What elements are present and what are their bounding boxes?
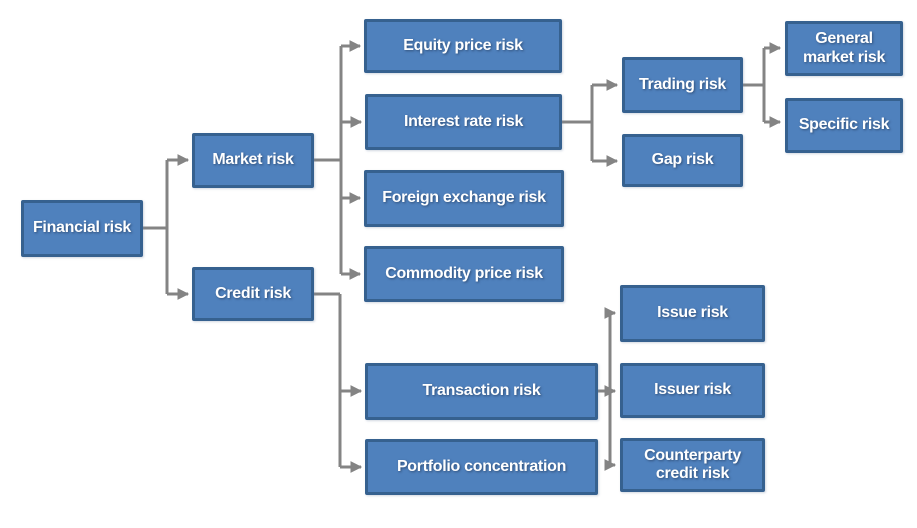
node-interest-rate-risk: Interest rate risk bbox=[365, 94, 562, 150]
node-market-risk: Market risk bbox=[192, 133, 314, 188]
node-financial-risk: Financial risk bbox=[21, 200, 143, 257]
node-portfolio-concentration: Portfolio concentration bbox=[365, 439, 598, 495]
connector-interest-stem bbox=[562, 85, 594, 161]
connector-transaction-stem bbox=[598, 313, 612, 465]
node-issuer-risk: Issuer risk bbox=[620, 363, 765, 418]
node-issue-risk: Issue risk bbox=[620, 285, 765, 342]
node-credit-risk: Credit risk bbox=[192, 267, 314, 321]
connector-market-stem bbox=[314, 46, 343, 274]
node-transaction-risk: Transaction risk bbox=[365, 363, 598, 420]
node-foreign-exchange-risk: Foreign exchange risk bbox=[364, 170, 564, 227]
connector-financial-stem bbox=[143, 160, 169, 294]
node-specific-risk: Specific risk bbox=[785, 98, 903, 153]
node-commodity-price-risk: Commodity price risk bbox=[364, 246, 564, 302]
node-gap-risk: Gap risk bbox=[622, 134, 743, 187]
node-counterparty-credit-risk: Counterparty credit risk bbox=[620, 438, 765, 492]
node-equity-price-risk: Equity price risk bbox=[364, 19, 562, 73]
connector-trading-stem bbox=[743, 48, 766, 122]
connector-credit-stem bbox=[314, 292, 342, 467]
node-general-market-risk: General market risk bbox=[785, 21, 903, 76]
node-trading-risk: Trading risk bbox=[622, 57, 743, 113]
